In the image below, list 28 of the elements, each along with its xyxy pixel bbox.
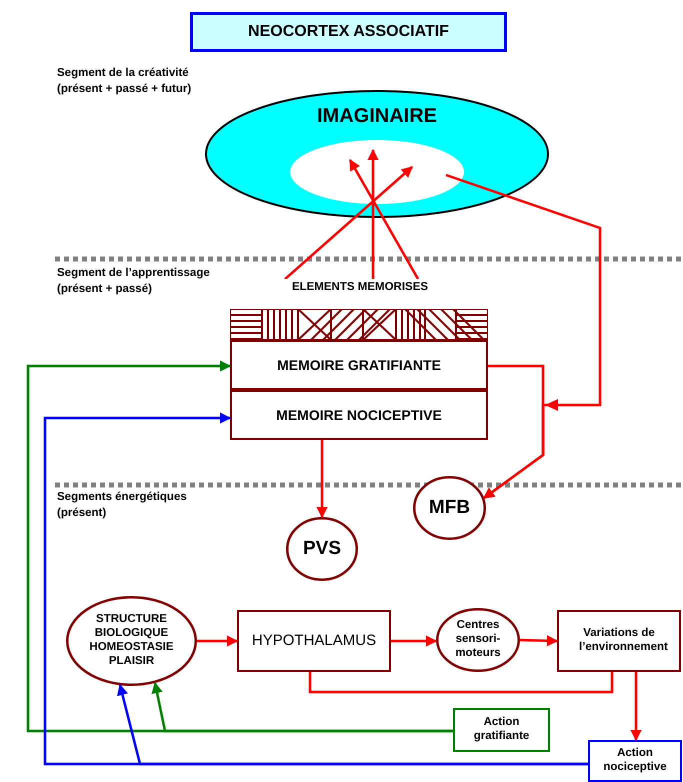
title-box: NEOCORTEX ASSOCIATIF	[190, 12, 507, 52]
segment-label: Segment de la créativité (présent + passé + futur)	[57, 66, 192, 97]
action-box: Action nociceptive	[588, 740, 682, 782]
circle-node: PVS	[286, 517, 358, 581]
ellipse-node: IMAGINAIRE	[205, 90, 549, 218]
arrow	[316, 440, 328, 518]
arrow	[367, 148, 379, 279]
arrow	[520, 635, 558, 646]
action-box: Action gratifiante	[453, 708, 550, 752]
memory-box: MEMOIRE GRATIFIANTE	[230, 340, 488, 390]
arrow	[348, 159, 420, 280]
memory-box: MEMOIRE NOCICEPTIVE	[230, 390, 488, 440]
ellipse-node: STRUCTURE BIOLOGIQUE HOMEOSTASIE PLAISIR	[66, 596, 197, 686]
arrow	[197, 635, 238, 647]
process-box: HYPOTHALAMUS	[237, 610, 391, 672]
arrow	[483, 364, 544, 500]
ellipse-node: Centres sensori-moteurs	[436, 608, 520, 672]
arrow	[152, 682, 453, 732]
inner-ellipse	[290, 140, 464, 204]
segment-label: Segment de l’apprentissage (présent + passé)	[57, 266, 211, 297]
segment-label: Segments énergétiques (présent)	[57, 490, 188, 521]
arrow	[284, 166, 413, 280]
process-box: Variations de l’environnement	[557, 610, 681, 672]
arrow	[630, 672, 642, 742]
arrow	[117, 684, 588, 766]
connector-line	[308, 672, 614, 694]
circle-node: MFB	[413, 476, 486, 540]
arrow	[391, 635, 438, 647]
